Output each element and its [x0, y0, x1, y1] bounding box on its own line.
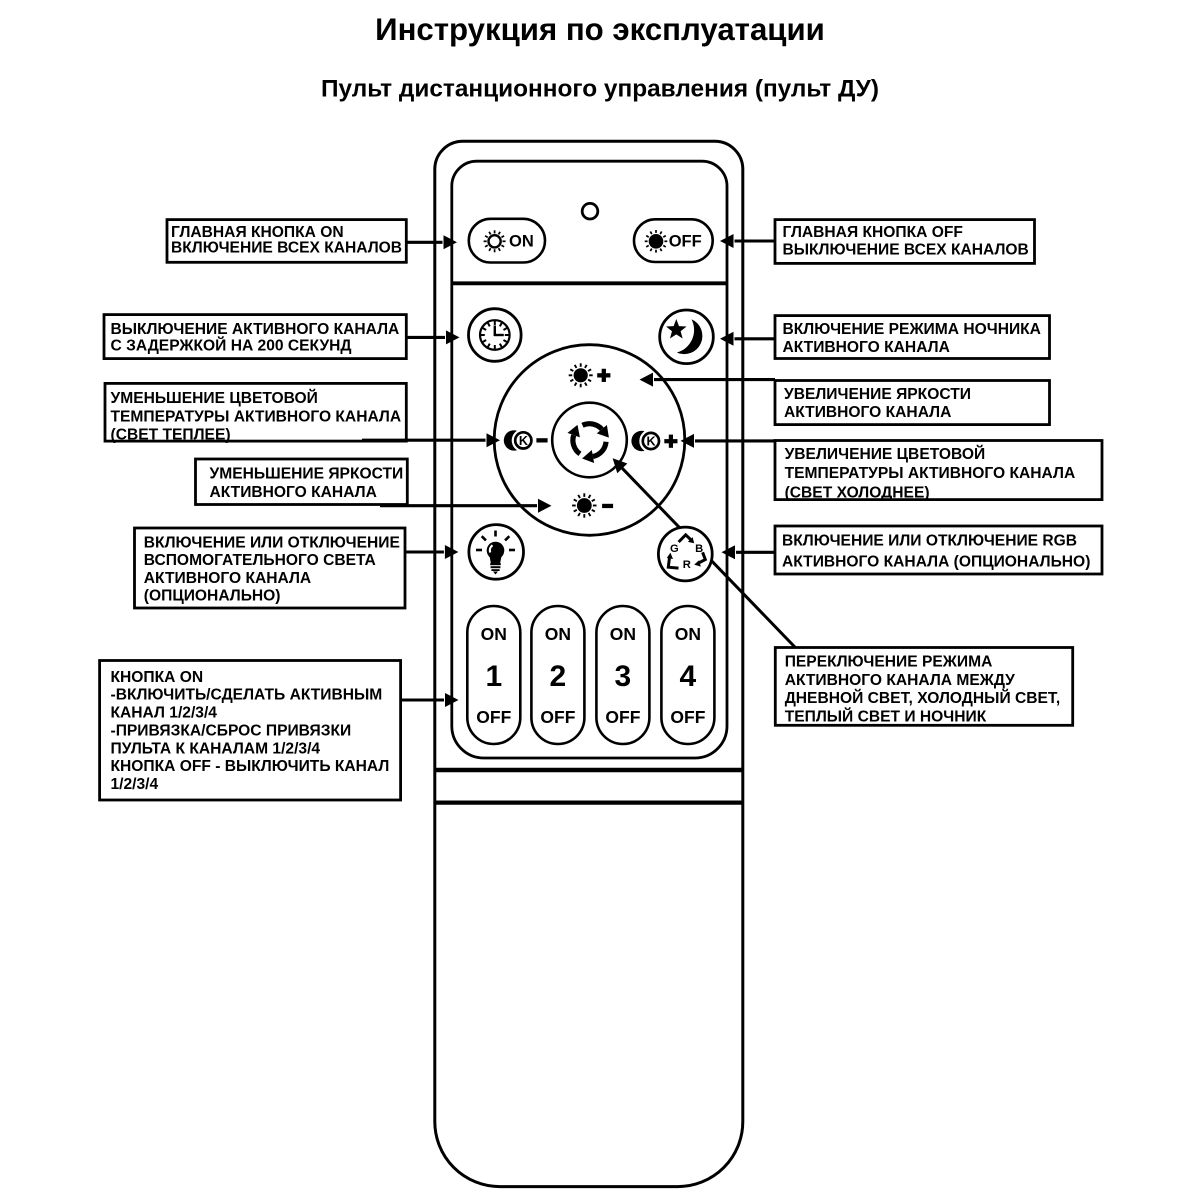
- svg-text:G: G: [670, 543, 679, 555]
- svg-text:OFF: OFF: [669, 232, 702, 250]
- svg-text:ON: ON: [545, 624, 571, 644]
- svg-text:OFF: OFF: [670, 707, 705, 727]
- svg-text:K: K: [646, 435, 655, 449]
- svg-text:R: R: [683, 559, 691, 571]
- svg-text:КНОПКА ON-ВКЛЮЧИТЬ/СДЕЛАТЬ АКТ: КНОПКА ON-ВКЛЮЧИТЬ/СДЕЛАТЬ АКТИВНЫМКАНАЛ…: [111, 669, 390, 793]
- svg-text:ON: ON: [610, 624, 636, 644]
- svg-text:2: 2: [550, 660, 567, 693]
- svg-text:1: 1: [485, 660, 502, 693]
- svg-text:Инструкция по эксплуатации: Инструкция по эксплуатации: [375, 12, 825, 47]
- svg-text:OFF: OFF: [605, 707, 640, 727]
- svg-text:3: 3: [615, 660, 632, 693]
- svg-text:4: 4: [680, 660, 697, 693]
- svg-text:Пульт дистанционного управлени: Пульт дистанционного управления (пульт Д…: [321, 76, 879, 103]
- svg-text:OFF: OFF: [540, 707, 575, 727]
- svg-text:ON: ON: [509, 232, 534, 250]
- svg-text:K: K: [519, 434, 528, 448]
- svg-text:B: B: [695, 543, 703, 555]
- svg-text:OFF: OFF: [476, 707, 511, 727]
- svg-text:ON: ON: [481, 624, 507, 644]
- svg-text:ON: ON: [675, 624, 701, 644]
